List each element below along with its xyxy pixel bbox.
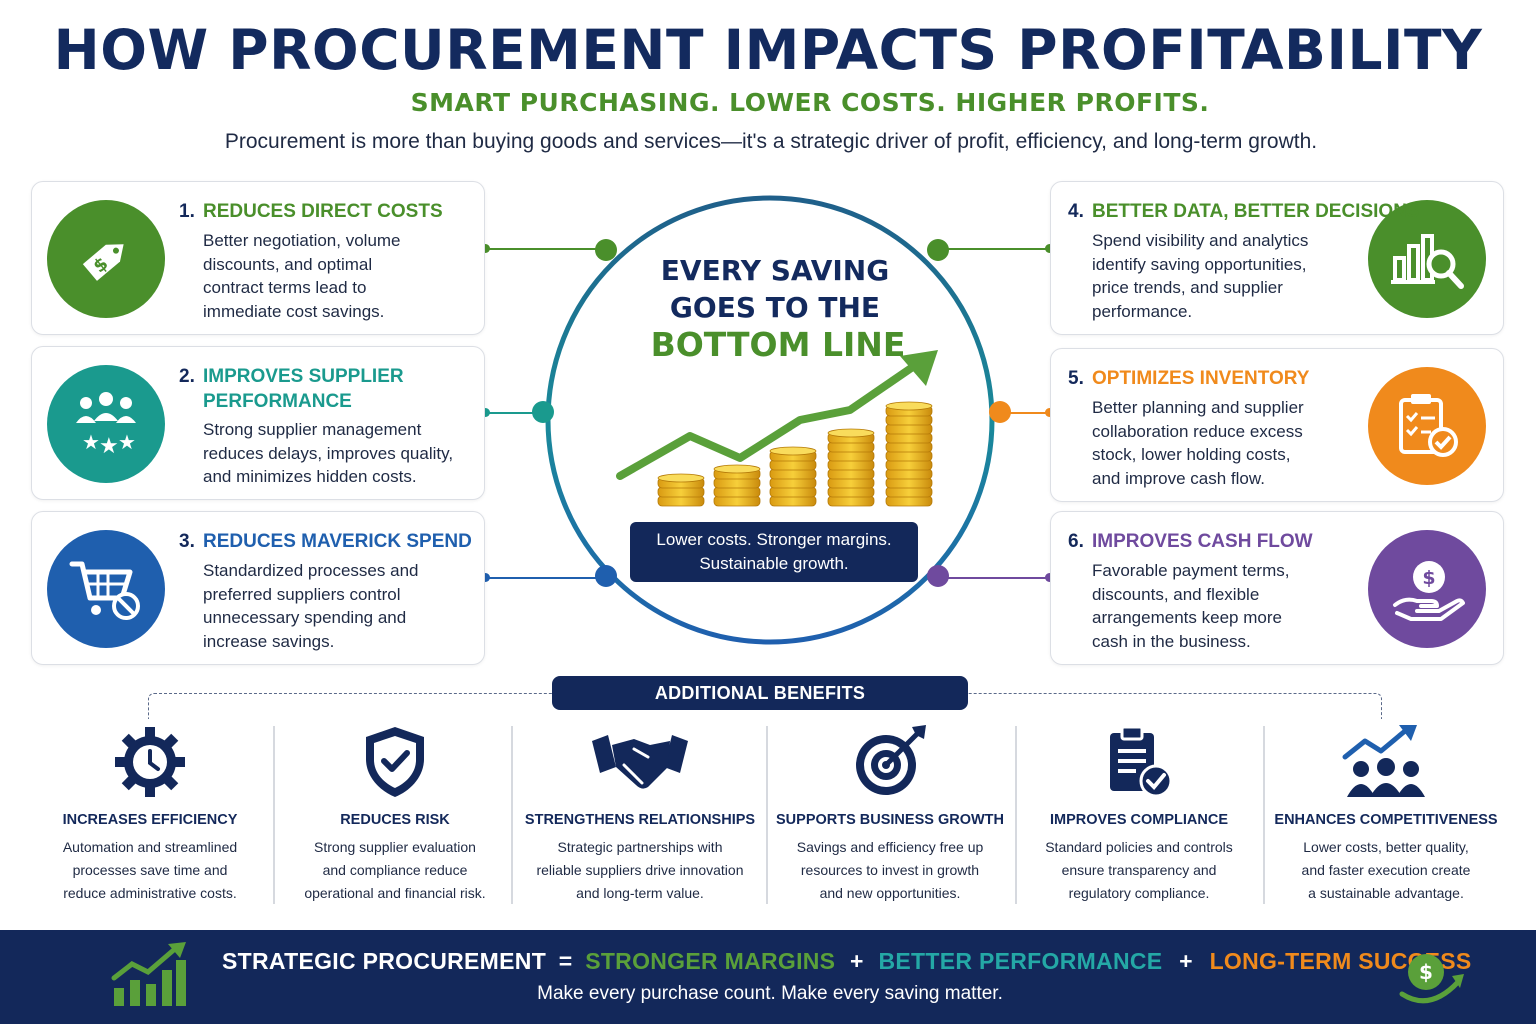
center-headline: EVERY SAVING GOES TO THE — [660, 254, 890, 324]
connector-dot-4 — [1045, 244, 1054, 253]
handshake-icon — [515, 722, 765, 802]
shield-check-icon — [275, 722, 515, 802]
divider — [1263, 726, 1265, 904]
benefit-card-5: 5.OPTIMIZES INVENTORY Better planning and… — [1050, 348, 1504, 502]
footer-tagline: Make every purchase count. Make every sa… — [537, 983, 1003, 1004]
divider — [511, 726, 513, 904]
benefit-title: REDUCES RISK — [340, 812, 450, 828]
hand-coin-icon: $ — [1368, 530, 1486, 648]
divider — [766, 726, 768, 904]
divider — [1015, 726, 1017, 904]
ring-node-6 — [927, 565, 949, 587]
benefit-description: Lower costs, better quality,and faster e… — [1301, 839, 1471, 901]
connector-6 — [938, 577, 1050, 579]
analytics-chart-icon — [1368, 200, 1486, 318]
connector-dot-2 — [481, 408, 490, 417]
additional-benefit-5: IMPROVES COMPLIANCE Standard policies and… — [1017, 722, 1261, 905]
ring-node-3 — [595, 565, 617, 587]
benefit-title: SUPPORTS BUSINESS GROWTH — [776, 812, 1004, 828]
card-title: 4.BETTER DATA, BETTER DECISIONS — [1068, 201, 1420, 222]
svg-text:★: ★ — [99, 434, 119, 459]
connector-dot-3 — [481, 573, 490, 582]
team-growth-icon — [1266, 722, 1506, 802]
ring-node-4 — [927, 239, 949, 261]
footer-equation: STRATEGIC PROCUREMENT = STRONGER MARGINS… — [222, 948, 1472, 974]
additional-benefit-4: SUPPORTS BUSINESS GROWTH Savings and effi… — [767, 722, 1013, 905]
connector-5 — [1000, 412, 1050, 414]
supplier-rating-icon: ★★★ — [47, 365, 165, 483]
connector-dot-6 — [1045, 573, 1054, 582]
ring-node-2 — [532, 401, 554, 423]
additional-benefit-1: INCREASES EFFICIENCY Automation and strea… — [30, 722, 270, 905]
price-tag-icon: $ — [47, 200, 165, 318]
card-title: 3.REDUCES MAVERICK SPEND — [179, 531, 472, 552]
additional-benefit-6: ENHANCES COMPETITIVENESS Lower costs, bet… — [1266, 722, 1506, 905]
card-title: 5.OPTIMIZES INVENTORY — [1068, 368, 1310, 389]
connector-3 — [486, 577, 604, 579]
footer-banner: STRATEGIC PROCUREMENT = STRONGER MARGINS… — [0, 930, 1536, 1024]
growth-bars-icon — [111, 942, 186, 1006]
benefit-card-6: $6.IMPROVES CASH FLOW Favorable payment t… — [1050, 511, 1504, 665]
divider — [273, 726, 275, 904]
benefit-title: STRENGTHENS RELATIONSHIPS — [524, 812, 756, 828]
connector-dot-1 — [481, 244, 490, 253]
svg-text:★: ★ — [82, 430, 100, 454]
page-subtitle: SMART PURCHASING. LOWER COSTS. HIGHER PR… — [410, 88, 1210, 117]
benefit-card-4: 4.BETTER DATA, BETTER DECISIONS Spend vis… — [1050, 181, 1504, 335]
cart-blocked-icon — [47, 530, 165, 648]
compliance-clipboard-icon — [1017, 722, 1261, 802]
center-headline-bottom-line: BOTTOM LINE — [650, 325, 906, 364]
clipboard-check-icon — [1368, 367, 1486, 485]
svg-text:$: $ — [1422, 567, 1435, 589]
svg-text:$: $ — [1419, 960, 1433, 984]
dollar-growth-icon: $ — [1399, 954, 1464, 1004]
benefit-title: IMPROVES COMPLIANCE — [1049, 812, 1229, 828]
center-summary-box: Lower costs. Stronger margins. Sustainab… — [630, 522, 918, 582]
connector-2 — [486, 412, 542, 414]
additional-benefit-3: STRENGTHENS RELATIONSHIPS Strategic partn… — [515, 722, 765, 905]
gear-clock-icon — [30, 722, 270, 802]
benefit-card-1: $1.REDUCES DIRECT COSTS Better negotiatio… — [31, 181, 485, 335]
connector-1 — [486, 248, 606, 250]
benefit-title: INCREASES EFFICIENCY — [62, 812, 238, 828]
ring-node-1 — [595, 239, 617, 261]
card-title: 6.IMPROVES CASH FLOW — [1068, 531, 1313, 552]
connector-dot-5 — [1045, 408, 1054, 417]
card-description: Favorable payment terms,discounts, and f… — [1092, 561, 1290, 651]
ring-node-5 — [989, 401, 1011, 423]
card-title: 1.REDUCES DIRECT COSTS — [179, 201, 443, 222]
intro-text: Procurement is more than buying goods an… — [224, 130, 1318, 153]
additional-benefits-title: ADDITIONAL BENEFITS — [552, 676, 968, 710]
connector-4 — [938, 248, 1050, 250]
target-arrow-icon — [767, 722, 1013, 802]
page-title: HOW PROCUREMENT IMPACTS PROFITABILITY — [53, 18, 1483, 82]
coin-stacks-growth-icon — [616, 350, 938, 507]
svg-text:★: ★ — [118, 430, 136, 454]
benefit-card-3: 3.REDUCES MAVERICK SPEND Standardized pro… — [31, 511, 485, 665]
benefit-title: ENHANCES COMPETITIVENESS — [1274, 812, 1498, 828]
